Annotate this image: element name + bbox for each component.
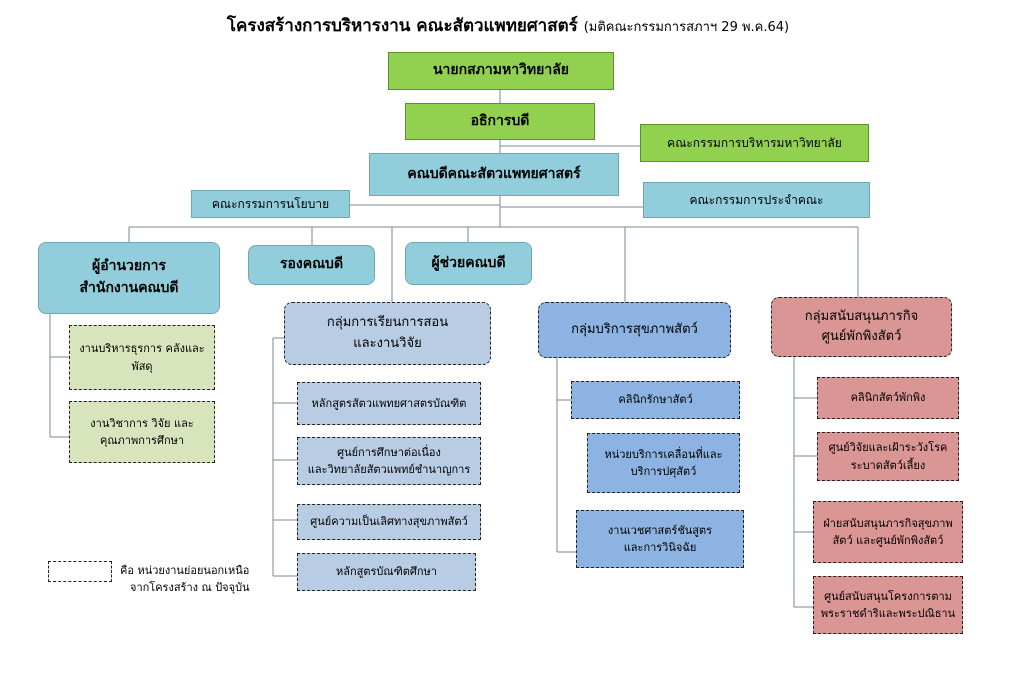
node-faculty-committee: คณะกรรมการประจำคณะ [643, 182, 870, 218]
node-group-teaching: กลุ่มการเรียนการสอน และงานวิจัย [284, 302, 491, 365]
node-office-director-line-2: สำนักงานคณบดี [79, 280, 179, 296]
node-group-teaching-line-2: และงานวิจัย [353, 335, 422, 351]
unit-health-diagnostics-line-2: และการวินิจฉัย [623, 541, 697, 554]
node-group-shelter-line-1: กลุ่มสนับสนุนภารกิจ [804, 308, 919, 324]
legend-dashed-swatch [48, 561, 112, 582]
node-dean: คณบดีคณะสัตวแพทยศาสตร์ [369, 153, 619, 196]
node-office-director-line-1: ผู้อำนวยการ [92, 258, 166, 275]
unit-shelter-royal: ศูนย์สนับสนุนโครงการตาม พระราชดำริและพระ… [813, 576, 963, 634]
chart-subtitle: (มติคณะกรรมการสภาฯ 29 พ.ค.64) [583, 20, 790, 35]
unit-health-diagnostics: งานเวชศาสตร์ชันสูตร และการวินิจฉัย [576, 510, 744, 568]
unit-shelter-support: ฝ่ายสนับสนุนภารกิจสุขภาพ สัตว์ และศูนย์พ… [813, 501, 963, 563]
unit-shelter-royal-line-2: พระราชดำริและพระปณิธาน [820, 607, 956, 620]
node-group-shelter: กลุ่มสนับสนุนภารกิจ ศูนย์พักพิงสัตว์ [771, 297, 952, 357]
legend-text-line-2: จากโครงสร้าง ณ ปัจจุบัน [130, 581, 250, 595]
unit-health-mobile-line-2: บริการปศุสัตว์ [630, 465, 697, 478]
unit-teaching-continuing-line-1: ศูนย์การศึกษาต่อเนื่อง [337, 445, 441, 459]
unit-shelter-support-line-2: สัตว์ และศูนย์พักพิงสัตว์ [832, 534, 944, 547]
legend-text: คือ หน่วยงานย่อยนอกเหนือ จากโครงสร้าง ณ … [120, 562, 250, 596]
node-group-animal-health: กลุ่มบริการสุขภาพสัตว์ [538, 302, 731, 358]
unit-health-mobile-line-1: หน่วยบริการเคลื่อนที่และ [604, 447, 723, 461]
node-group-shelter-line-2: ศูนย์พักพิงสัตว์ [821, 329, 902, 344]
node-office-director: ผู้อำนวยการ สำนักงานคณบดี [38, 242, 220, 314]
chart-title: โครงสร้างการบริหารงาน คณะสัตวแพทยศาสตร์ … [0, 12, 1016, 39]
unit-office-admin: งานบริหารธุรการ คลังและ พัสดุ [69, 325, 215, 390]
unit-health-diagnostics-line-1: งานเวชศาสตร์ชันสูตร [607, 523, 713, 537]
unit-teaching-continuing: ศูนย์การศึกษาต่อเนื่อง และวิทยาลัยสัตวแพ… [297, 437, 481, 485]
unit-health-mobile: หน่วยบริการเคลื่อนที่และ บริการปศุสัตว์ [587, 433, 740, 493]
unit-shelter-clinic: คลินิกสัตว์พักพิง [817, 377, 959, 419]
unit-shelter-research-line-1: ศูนย์วิจัยและเฝ้าระวังโรค [828, 441, 948, 455]
node-assistant-dean: ผู้ช่วยคณบดี [405, 242, 532, 285]
unit-office-admin-line-2: พัสดุ [131, 359, 153, 373]
unit-office-academic-line-1: งานวิชาการ วิจัย และ [90, 416, 194, 430]
unit-teaching-dvm: หลักสูตรสัตวแพทยศาสตรบัณฑิต [297, 382, 481, 425]
node-group-teaching-line-1: กลุ่มการเรียนการสอน [326, 315, 449, 331]
node-president: อธิการบดี [405, 103, 595, 140]
unit-teaching-excellence: ศูนย์ความเป็นเลิศทางสุขภาพสัตว์ [297, 504, 481, 540]
unit-teaching-graduate: หลักสูตรบัณฑิตศึกษา [297, 553, 476, 591]
unit-shelter-research-line-2: ระบาดสัตว์เลี้ยง [850, 458, 926, 472]
unit-shelter-research: ศูนย์วิจัยและเฝ้าระวังโรค ระบาดสัตว์เลี้… [817, 432, 959, 481]
unit-health-clinic: คลินิกรักษาสัตว์ [571, 381, 740, 419]
chart-title-main: โครงสร้างการบริหารงาน คณะสัตวแพทยศาสตร์ [226, 16, 578, 36]
node-deputy-dean: รองคณบดี [248, 245, 375, 285]
unit-office-academic: งานวิชาการ วิจัย และ คุณภาพการศึกษา [69, 401, 215, 463]
unit-office-academic-line-2: คุณภาพการศึกษา [99, 434, 185, 447]
node-policy-committee: คณะกรรมการนโยบาย [191, 190, 350, 218]
unit-shelter-royal-line-1: ศูนย์สนับสนุนโครงการตาม [824, 589, 952, 603]
node-council-president: นายกสภามหาวิทยาลัย [388, 52, 614, 90]
legend-text-line-1: คือ หน่วยงานย่อยนอกเหนือ [120, 564, 250, 577]
node-university-committee: คณะกรรมการบริหารมหาวิทยาลัย [640, 124, 869, 162]
unit-teaching-continuing-line-2: และวิทยาลัยสัตวแพทย์ชำนาญการ [307, 463, 471, 476]
unit-office-admin-line-1: งานบริหารธุรการ คลังและ [79, 342, 205, 356]
unit-shelter-support-line-1: ฝ่ายสนับสนุนภารกิจสุขภาพ [823, 516, 953, 530]
